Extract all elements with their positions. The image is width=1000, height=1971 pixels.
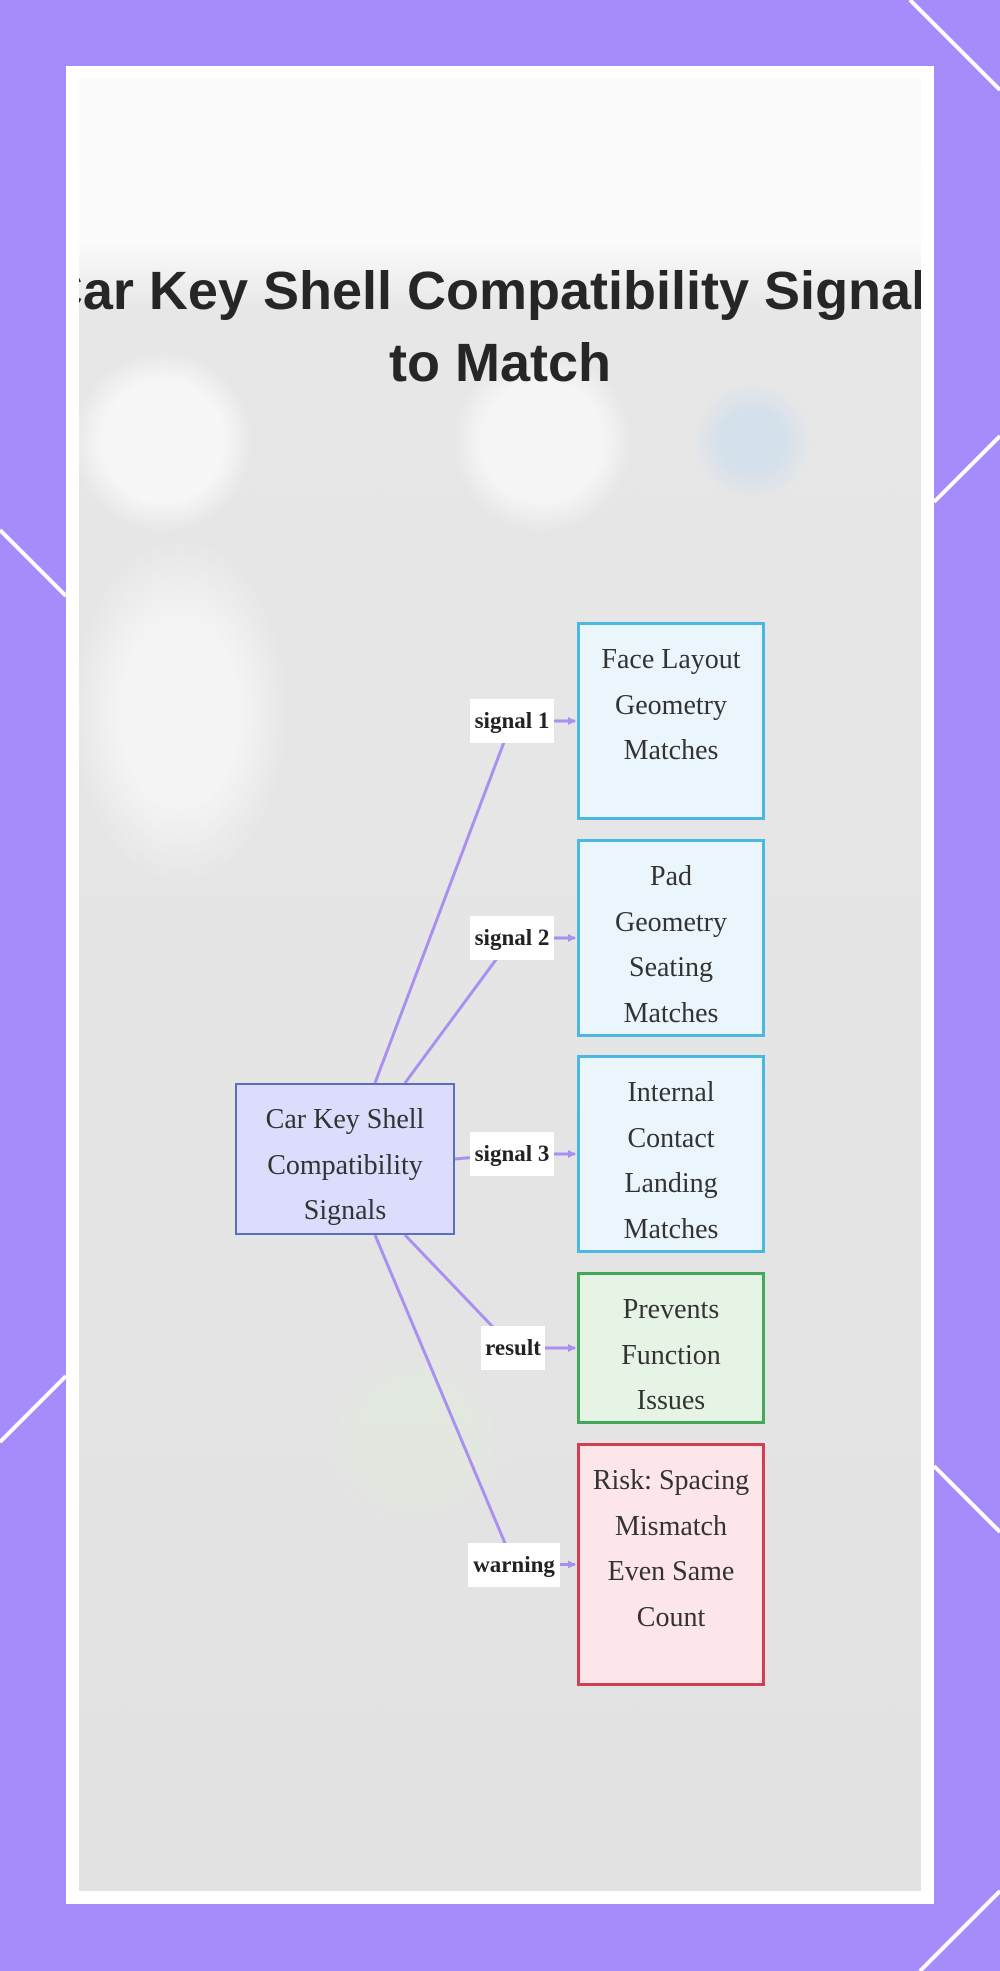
- node-spacing-risk-label: Risk: Spacing Mismatch Even Same Count: [592, 1465, 750, 1633]
- edge-label-result: result: [481, 1326, 545, 1370]
- title-band: [79, 79, 921, 309]
- node-face-layout: Face Layout Geometry Matches: [577, 622, 765, 820]
- node-face-layout-label: Face Layout Geometry Matches: [601, 644, 741, 766]
- node-prevents-issues-label: Prevents Function Issues: [621, 1294, 721, 1416]
- root-node: Car Key Shell Compatibility Signals: [235, 1083, 455, 1235]
- edge-line-face-layout: [373, 720, 514, 1084]
- title-line-1: Car Key Shell Compatibility Signals: [79, 261, 921, 321]
- edge-label-signal-2: signal 2: [470, 916, 554, 960]
- root-node-label: Car Key Shell Compatibility Signals: [265, 1104, 425, 1226]
- edge-label-warning: warning: [468, 1542, 560, 1587]
- edge-label-signal-3: signal 3: [470, 1132, 554, 1176]
- edges-layer: [373, 717, 576, 1569]
- page-title: Car Key Shell Compatibility Signals to M…: [79, 255, 921, 399]
- node-internal-contact: Internal Contact Landing Matches: [577, 1055, 765, 1253]
- node-pad-geometry-label: Pad Geometry Seating Matches: [615, 861, 727, 1029]
- diagram-card: Car Key Shell Compatibility Signals to M…: [66, 66, 934, 1904]
- node-spacing-risk: Risk: Spacing Mismatch Even Same Count: [577, 1443, 765, 1686]
- node-prevents-issues: Prevents Function Issues: [577, 1272, 765, 1424]
- node-internal-contact-label: Internal Contact Landing Matches: [623, 1077, 719, 1245]
- title-line-2: to Match: [389, 333, 611, 393]
- edge-label-signal-1: signal 1: [470, 699, 554, 743]
- edge-line-spacing-risk: [373, 1234, 516, 1566]
- edge-line-pad-geometry: [403, 937, 514, 1084]
- node-pad-geometry: Pad Geometry Seating Matches: [577, 839, 765, 1037]
- diagram-canvas: Car Key Shell Compatibility Signals to M…: [79, 79, 921, 1891]
